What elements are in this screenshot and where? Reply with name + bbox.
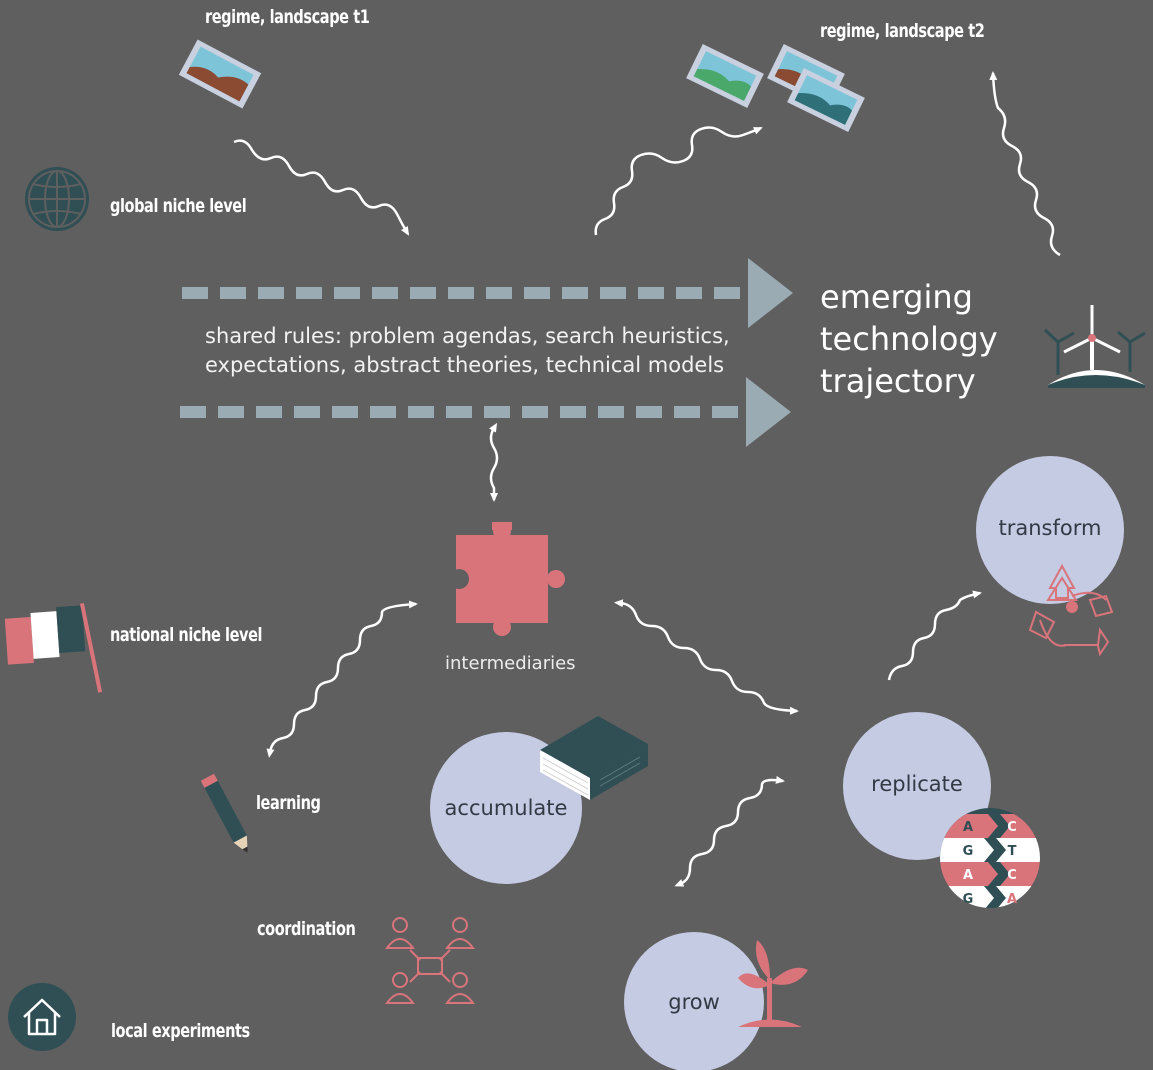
pencil-icon <box>200 773 248 854</box>
landscape-photo-icon-t2a <box>686 44 764 108</box>
sprout-icon <box>738 940 808 1027</box>
emerging-line-3: trajectory <box>820 362 976 400</box>
wavy-arrow-replicate-transform <box>887 590 982 681</box>
shared-rules-line-1: shared rules: problem agendas, search he… <box>205 324 730 348</box>
dna-base: A <box>1007 892 1017 907</box>
transform-circle <box>976 456 1124 604</box>
national-niche-level-label: national niche level <box>110 624 263 646</box>
dna-base: C <box>1007 820 1017 835</box>
replicate-label: replicate <box>871 772 963 796</box>
dna-base: A <box>963 868 973 883</box>
landscape-photo-icon-t1 <box>178 39 262 109</box>
trajectory-arrow-top <box>182 258 793 328</box>
replicate-circle <box>843 712 991 860</box>
dna-base: G <box>963 892 974 907</box>
trajectory-arrow-bottom <box>180 377 791 447</box>
wavy-arrow-intermediaries-vertical <box>489 422 499 502</box>
wavy-arrow-replicate-intermediaries <box>614 599 799 715</box>
dna-base: C <box>1007 868 1017 883</box>
intermediaries-label: intermediaries <box>445 653 576 674</box>
shared-rules-line-2: expectations, abstract theories, technic… <box>205 353 725 377</box>
accumulate-label: accumulate <box>444 796 568 820</box>
dna-base: G <box>963 844 974 859</box>
recycle-icon <box>1028 563 1114 657</box>
home-icon <box>8 983 76 1051</box>
wavy-arrow-turbine-up <box>989 71 1061 257</box>
grow-label: grow <box>668 990 720 1014</box>
emerging-technology-trajectory-label: emerging technology trajectory <box>820 276 998 402</box>
shared-rules-text: shared rules: problem agendas, search he… <box>205 322 730 380</box>
globe-icon <box>25 167 89 231</box>
landscape-photo-icon-t2c <box>787 68 865 132</box>
flag-icon <box>4 602 103 693</box>
puzzle-icon <box>449 522 565 636</box>
wind-turbine-icon <box>1043 305 1146 388</box>
wavy-arrow-learning <box>266 600 418 758</box>
regime-landscape-t1-label: regime, landscape t1 <box>205 6 370 28</box>
local-experiments-label: local experiments <box>111 1020 250 1042</box>
transform-label: transform <box>998 516 1102 540</box>
wavy-arrow-grow-replicate <box>674 775 785 887</box>
dna-base: A <box>963 820 973 835</box>
emerging-line-1: emerging <box>820 278 973 316</box>
emerging-line-2: technology <box>820 320 998 358</box>
wavy-arrow-up-t2 <box>594 126 763 236</box>
coordination-label: coordination <box>257 918 356 940</box>
grow-circle <box>624 932 764 1070</box>
dna-icon: A C G T A C G A <box>940 808 1040 908</box>
dna-base: T <box>1008 844 1017 859</box>
global-niche-level-label: global niche level <box>110 195 247 217</box>
network-people-icon <box>385 917 475 1004</box>
regime-landscape-t2-label: regime, landscape t2 <box>820 20 985 42</box>
book-icon <box>540 716 648 800</box>
learning-label: learning <box>256 792 321 814</box>
wavy-arrow-t1-down <box>233 139 410 236</box>
